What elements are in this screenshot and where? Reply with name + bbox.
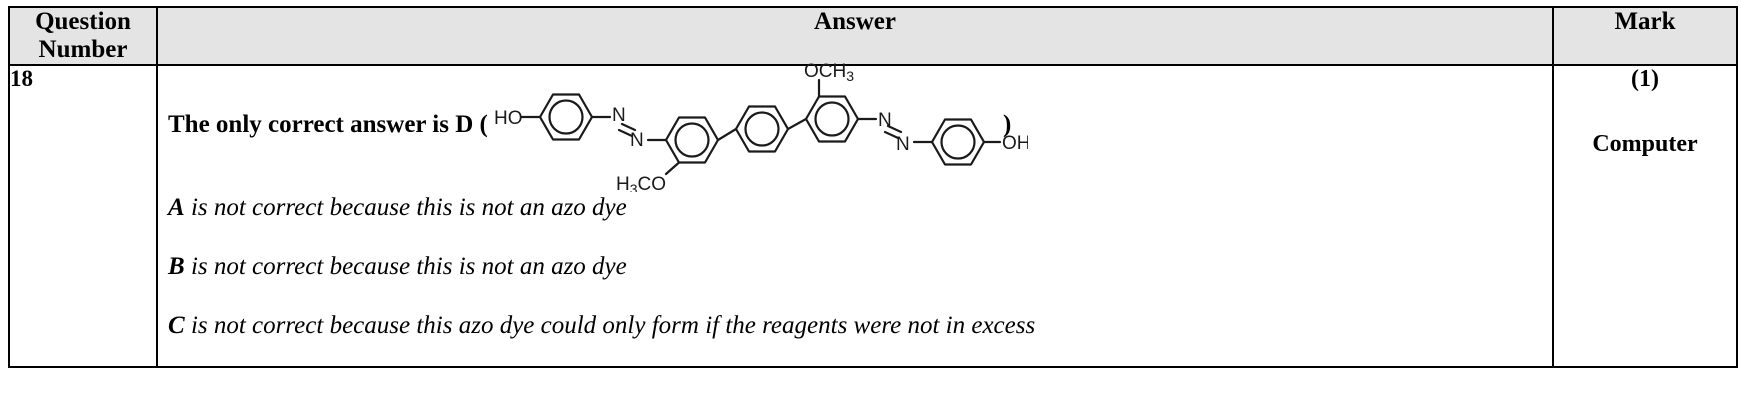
- header-mark: Mark: [1552, 6, 1738, 66]
- distractor-a-text: is not correct because this is not an az…: [184, 194, 627, 221]
- close-paren: ): [1003, 111, 1012, 138]
- distractor-c: C is not correct because this azo dye co…: [168, 312, 1035, 340]
- distractor-b-text: is not correct because this is not an az…: [184, 253, 627, 280]
- correct-answer-text: The only correct answer is D (: [168, 111, 488, 138]
- answer-content: The only correct answer is D ( ): [158, 62, 1552, 366]
- label-methoxy-bottom: H3CO: [616, 174, 666, 192]
- mark-scheme-sheet: Question Number Answer Mark 18 The only …: [0, 6, 1748, 418]
- label-methoxy-top: OCH3: [804, 62, 854, 84]
- label-nitrogen-2a: N: [878, 110, 892, 131]
- cell-question-number: 18: [8, 64, 158, 368]
- distractor-a-letter: A: [168, 194, 185, 221]
- cell-answer: The only correct answer is D ( ): [156, 62, 1554, 368]
- header-answer: Answer: [156, 6, 1554, 66]
- table-header-row: Question Number Answer Mark: [8, 6, 1738, 66]
- chemical-structure-diagram: HO N N N N OH OCH3 H3CO: [488, 62, 1028, 192]
- mark-value: (1): [1631, 66, 1659, 92]
- cell-mark: (1) Computer: [1552, 64, 1738, 368]
- distractor-b: B is not correct because this is not an …: [168, 253, 627, 281]
- distractor-c-text: is not correct because this azo dye coul…: [184, 312, 1036, 339]
- label-nitrogen-2b: N: [896, 134, 910, 155]
- label-nitrogen-1b: N: [630, 130, 644, 151]
- table-row: 18 The only correct answer is D ( ): [8, 62, 1738, 368]
- label-hydroxyl-right: OH: [1002, 133, 1028, 154]
- mark-note: Computer: [1592, 131, 1698, 157]
- correct-answer-statement: The only correct answer is D ( ): [168, 111, 1011, 139]
- label-hydroxyl-left: HO: [494, 108, 523, 129]
- distractor-b-letter: B: [168, 253, 185, 280]
- distractor-a: A is not correct because this is not an …: [168, 194, 627, 222]
- distractor-c-letter: C: [168, 312, 185, 339]
- header-question-number: Question Number: [8, 6, 158, 66]
- label-nitrogen-1a: N: [612, 105, 626, 126]
- mark-scheme-table: Question Number Answer Mark 18 The only …: [8, 6, 1738, 368]
